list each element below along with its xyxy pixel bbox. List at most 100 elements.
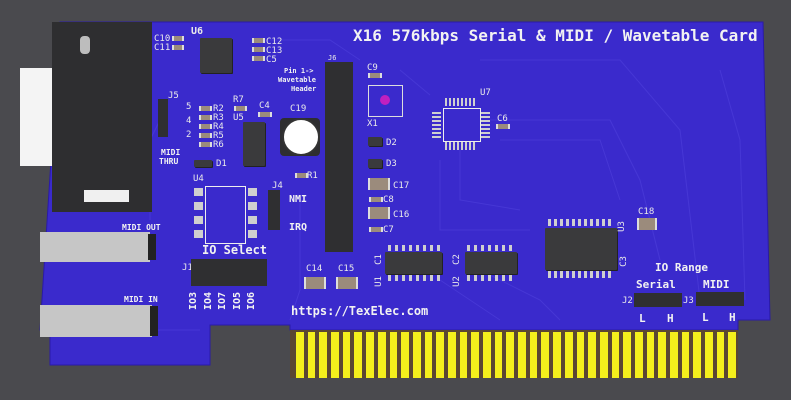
ref-j5: J5	[168, 91, 179, 101]
cap-c18	[637, 218, 657, 230]
crystal-x1	[368, 85, 403, 117]
midi-range-label: MIDI	[703, 278, 730, 291]
ref-j2: J2	[622, 296, 633, 306]
board-title: X16 576kbps Serial & MIDI / Wavetable Ca…	[353, 26, 758, 45]
cap-c5	[252, 56, 265, 61]
chip-u7	[443, 108, 481, 142]
cap-c7	[369, 227, 383, 232]
ref-r1: R1	[307, 171, 318, 181]
chip-u4-outline	[205, 186, 246, 244]
ref-d2: D2	[386, 138, 397, 148]
ref-d1: D1	[216, 159, 227, 169]
ref-j6: J6	[328, 54, 337, 62]
ref-c7: C7	[383, 225, 394, 235]
io-range-label: IO Range	[655, 261, 708, 274]
db9-latch	[84, 190, 129, 202]
midi-out-label: MIDI OUT	[122, 223, 161, 232]
ref-c5: C5	[266, 55, 277, 65]
io-select-jumper-header[interactable]	[191, 259, 267, 286]
io-jumper-label: IO6	[246, 291, 257, 310]
ref-c3: C3	[618, 256, 629, 267]
ref-c15: C15	[338, 264, 355, 274]
edge-connector-fingers	[296, 332, 737, 378]
midi-in-jack-end	[150, 306, 158, 336]
j5-pin-label: 4	[186, 116, 192, 126]
serial-low-label: L	[639, 312, 646, 325]
ref-u4: U4	[193, 174, 204, 184]
midi-low-label: L	[702, 311, 709, 324]
diode-d1	[194, 160, 212, 167]
ref-u5: U5	[233, 113, 244, 123]
ref-c4: C4	[259, 101, 270, 111]
j5-pin-label: 2	[186, 130, 192, 140]
resistor-r6	[199, 142, 212, 147]
ref-r3: R3	[213, 113, 224, 123]
midi-high-label: H	[729, 311, 736, 324]
cap-c12	[252, 38, 265, 43]
ref-c16: C16	[393, 210, 410, 220]
ref-c9: C9	[367, 63, 378, 73]
crystal-x1-marker	[380, 95, 390, 105]
irq-label: IRQ	[289, 222, 308, 233]
midi-out-jack-end	[148, 234, 156, 260]
serial-range-label: Serial	[636, 278, 676, 291]
pin1-label: Pin 1->	[284, 67, 314, 75]
serial-range-jumper[interactable]	[634, 293, 682, 307]
db9-screw-icon	[80, 36, 90, 54]
midi-in-label: MIDI IN	[124, 295, 158, 304]
ref-u3: U3	[616, 221, 627, 232]
ref-r4: R4	[213, 122, 224, 132]
cap-c13	[252, 47, 265, 52]
chip-u2	[465, 252, 517, 274]
midi-out-jack	[40, 232, 150, 262]
cap-c9	[368, 73, 382, 78]
cap-c8	[369, 197, 383, 202]
pin1-label: Wavetable	[278, 76, 316, 84]
serial-high-label: H	[667, 312, 674, 325]
header-j5	[158, 99, 168, 137]
ref-u1: U1	[373, 276, 384, 287]
pin1-label: Header	[291, 85, 317, 93]
ref-c14: C14	[306, 264, 323, 274]
midi-range-jumper[interactable]	[696, 292, 744, 306]
ref-c19: C19	[290, 104, 307, 114]
ref-d3: D3	[386, 159, 397, 169]
ref-c6: C6	[497, 114, 508, 124]
ref-x1: X1	[367, 119, 378, 129]
midi-thru-label: THRU	[159, 157, 179, 166]
chip-u5	[243, 122, 265, 166]
cap-c17	[368, 178, 390, 190]
ref-j3: J3	[683, 296, 694, 306]
wavetable-header-j6	[325, 62, 353, 252]
resistor-r3	[199, 115, 212, 120]
ref-u7: U7	[480, 88, 491, 98]
cap-c11	[172, 45, 184, 50]
nmi-label: NMI	[289, 194, 308, 205]
ref-c2: C2	[451, 254, 462, 265]
ref-c17: C17	[393, 181, 410, 191]
cap-c14	[304, 277, 326, 289]
ref-j1: J1	[182, 263, 193, 273]
header-j4	[268, 190, 280, 230]
ref-c13: C13	[266, 46, 283, 56]
diode-d3	[368, 159, 382, 168]
db9-shell	[20, 68, 56, 166]
resistor-r1	[295, 173, 308, 178]
ref-c12: C12	[266, 37, 283, 47]
cap-c6	[496, 124, 510, 129]
ref-j4: J4	[272, 181, 283, 191]
resistor-r4	[199, 124, 212, 129]
resistor-r7	[234, 106, 247, 111]
cap-c19-top	[282, 118, 320, 156]
cap-c15	[336, 277, 358, 289]
ref-c8: C8	[383, 195, 394, 205]
ref-c10: C10	[154, 34, 171, 44]
midi-in-jack	[40, 305, 152, 337]
chip-u3	[545, 228, 617, 270]
j5-pin-label: 5	[186, 102, 192, 112]
resistor-r2	[199, 106, 212, 111]
ref-u2: U2	[451, 276, 462, 287]
chip-u1	[385, 252, 442, 274]
chip-u6	[200, 38, 232, 73]
io-select-label: IO Select	[202, 243, 268, 257]
